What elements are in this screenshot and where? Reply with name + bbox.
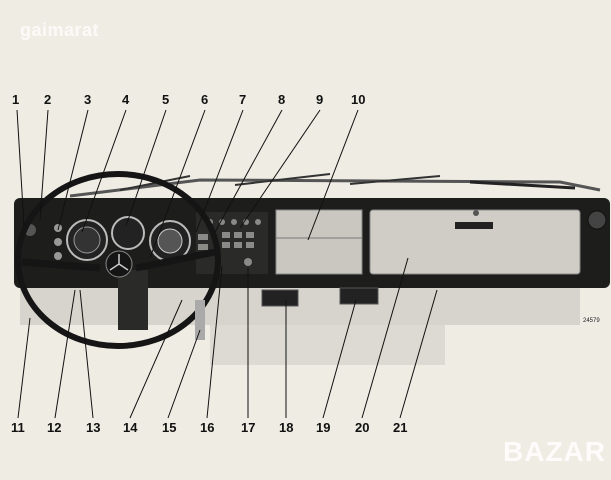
callout-17: 17 xyxy=(241,420,256,435)
right-vent-icon xyxy=(587,210,607,230)
glove-box-lock-icon xyxy=(473,210,479,216)
lower-control-19 xyxy=(339,287,379,305)
watermark-top-left: gaimarat xyxy=(20,20,100,40)
glove-box xyxy=(369,209,581,275)
callout-18: 18 xyxy=(279,420,294,435)
callout-15: 15 xyxy=(162,420,177,435)
callout-9: 9 xyxy=(316,92,324,107)
callout-13: 13 xyxy=(86,420,101,435)
callout-14: 14 xyxy=(123,420,138,435)
pedal-lever xyxy=(195,300,205,340)
windshield-frame xyxy=(69,173,601,198)
callout-16: 16 xyxy=(200,420,215,435)
glove-box-handle xyxy=(455,222,493,229)
callout-8: 8 xyxy=(278,92,286,107)
callout-lines-top xyxy=(16,109,359,259)
callout-10: 10 xyxy=(351,92,366,107)
callout-lines-bottom xyxy=(17,257,438,419)
callout-21: 21 xyxy=(393,420,408,435)
figure-number: 24579 xyxy=(583,318,600,324)
watermark-bottom-right: BAZAR xyxy=(503,436,606,467)
callout-6: 6 xyxy=(201,92,209,107)
steering-wheel xyxy=(15,171,221,349)
steering-column xyxy=(118,270,148,330)
callout-7: 7 xyxy=(239,92,247,107)
callout-2: 2 xyxy=(44,92,52,107)
switch-buttons xyxy=(198,219,261,266)
callout-19: 19 xyxy=(316,420,331,435)
callout-20: 20 xyxy=(355,420,370,435)
lower-control-18 xyxy=(261,289,299,307)
callout-11: 11 xyxy=(11,420,25,435)
callout-1: 1 xyxy=(12,92,20,107)
callout-4: 4 xyxy=(122,92,130,107)
callout-5: 5 xyxy=(162,92,170,107)
callout-3: 3 xyxy=(84,92,92,107)
storage-compartment xyxy=(275,209,363,275)
callout-12: 12 xyxy=(47,420,62,435)
temperature-gauge-icon xyxy=(111,216,145,250)
